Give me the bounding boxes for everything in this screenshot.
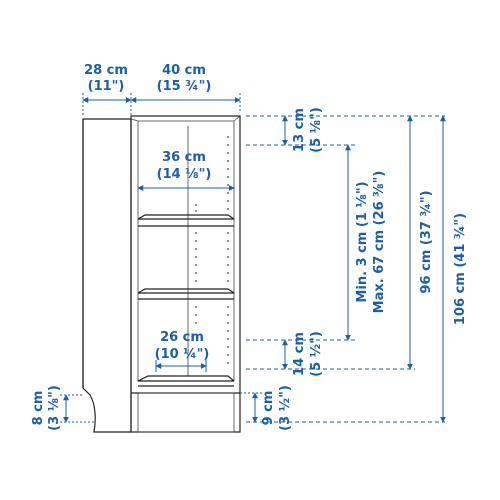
side-cutout-metric-label: 8 cm: [31, 391, 46, 426]
depth-imperial-label: (11"): [88, 79, 125, 94]
height-96-label: 96 cm (37 ¾"): [419, 190, 434, 293]
side-cutout-imperial-label: (3 ⅛"): [47, 385, 62, 431]
bottom-width-metric-label: 26 cm: [160, 330, 204, 345]
dimension-lines: [60, 93, 446, 423]
shelf-max-label: Max. 67 cm (26 ⅜"): [372, 171, 387, 314]
plinth-metric-label: 9 cm: [261, 391, 276, 426]
dimension-labels: 28 cm (11") 40 cm (15 ¾") 36 cm (14 ⅛") …: [31, 63, 468, 431]
shelf-min-label: Min. 3 cm (1 ⅛"): [355, 181, 370, 302]
inner-width-imperial-label: (14 ⅛"): [157, 167, 212, 182]
width-metric-label: 40 cm: [162, 63, 206, 78]
top-space-metric-label: 13 cm: [292, 108, 307, 152]
inner-width-metric-label: 36 cm: [162, 150, 206, 165]
plinth-imperial-label: (3 ½"): [278, 385, 293, 431]
height-106-label: 106 cm (41 ¾"): [453, 213, 468, 325]
bottom-space-metric-label: 14 cm: [292, 332, 307, 376]
depth-metric-label: 28 cm: [84, 63, 128, 78]
width-imperial-label: (15 ¾"): [157, 79, 212, 94]
bottom-width-imperial-label: (10 ¼"): [155, 347, 210, 362]
shelf-pin-holes: [195, 136, 229, 364]
bottom-space-imperial-label: (5 ½"): [309, 331, 324, 377]
top-space-imperial-label: (5 ⅛"): [309, 107, 324, 153]
bookcase-illustration: [82, 115, 241, 433]
